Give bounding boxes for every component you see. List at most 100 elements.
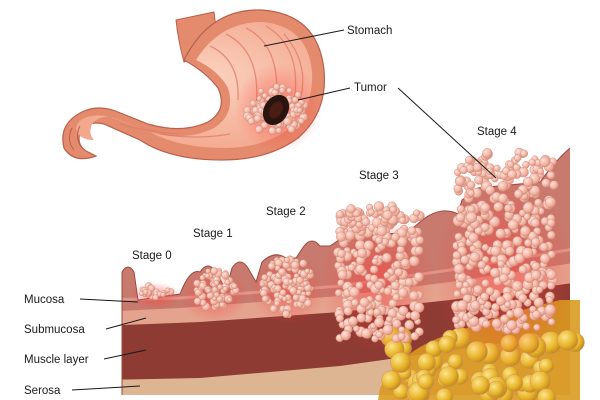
tumor-cell xyxy=(485,286,495,296)
tumor-cell xyxy=(369,265,379,274)
tumor-cell xyxy=(335,210,345,219)
tumor-cell xyxy=(374,280,384,290)
tumor-cell xyxy=(267,262,276,270)
tumor-cell xyxy=(410,332,419,341)
tumor-cell xyxy=(282,296,288,302)
tumor-cell xyxy=(346,204,356,214)
tumor-cell xyxy=(506,319,518,331)
tumor-cell xyxy=(546,218,556,228)
tumor-cell xyxy=(466,180,476,190)
tumor-cell xyxy=(408,290,419,301)
tumor-cell xyxy=(289,286,298,295)
tumor-cell xyxy=(493,201,504,212)
tumor-cell xyxy=(481,243,490,252)
tumor-cell xyxy=(504,301,512,309)
tumor-cell xyxy=(347,263,356,272)
tumor-cell xyxy=(546,170,556,180)
tumor-cell xyxy=(410,310,421,321)
tumor-cell xyxy=(348,316,358,326)
tumor-cell xyxy=(467,189,475,197)
label-mucosa: Mucosa xyxy=(24,294,65,306)
tumor-cell xyxy=(334,289,343,297)
tumor-cell xyxy=(482,307,491,317)
tumor-cell xyxy=(504,246,515,256)
tumor-cell xyxy=(383,287,393,296)
tumor-cell xyxy=(545,296,554,304)
tumor-cell xyxy=(452,315,461,325)
tumor-cell xyxy=(205,268,211,274)
tumor-cell xyxy=(261,274,268,281)
tumor-cell xyxy=(460,286,469,296)
tumor-cell xyxy=(370,274,379,283)
tumor-cell xyxy=(397,332,406,341)
tumor-cell xyxy=(497,260,505,268)
tumor-cell xyxy=(194,288,202,297)
tumor-cell xyxy=(374,236,383,245)
label-muscle-layer: Muscle layer xyxy=(24,354,89,366)
tumor-stage-2 xyxy=(259,255,315,318)
tumor-cell xyxy=(531,261,541,271)
tumor-cell xyxy=(537,388,556,400)
tumor-stage-4 xyxy=(451,147,559,335)
tumor-cell xyxy=(532,310,541,319)
tumor-cell xyxy=(373,201,385,212)
tumor-cell xyxy=(533,297,544,308)
tumor-cell xyxy=(511,280,523,292)
tumor-cell xyxy=(529,185,541,197)
tumor-cell xyxy=(504,203,513,213)
tumor-cell xyxy=(211,286,219,293)
tumor-cell xyxy=(480,292,490,302)
tumor-cell xyxy=(507,169,518,180)
tumor-cell xyxy=(352,325,360,333)
label-serosa: Serosa xyxy=(24,385,61,397)
tumor-cell xyxy=(489,267,501,278)
label-stage-3: Stage 3 xyxy=(359,170,399,182)
label-tumor: Tumor xyxy=(354,82,387,94)
tumor-cell xyxy=(390,351,412,373)
tumor-cell xyxy=(513,154,522,162)
tumor-cell xyxy=(287,125,296,134)
tumor-cell xyxy=(468,232,479,243)
tumor-cell xyxy=(152,294,159,301)
tumor-cell xyxy=(304,268,311,274)
tumor-cell xyxy=(226,296,233,303)
tumor-cell xyxy=(465,211,478,224)
tumor-cell xyxy=(253,114,262,123)
tumor-cell xyxy=(547,281,556,290)
tumor-cell xyxy=(460,255,470,265)
tumor-cell xyxy=(469,251,481,263)
tumor-stage-3 xyxy=(333,201,425,344)
tumor-cell xyxy=(544,304,556,316)
tumor-cell xyxy=(383,271,391,279)
tumor-cell xyxy=(493,164,501,172)
tumor-cell xyxy=(522,202,534,214)
tumor-cell xyxy=(499,273,509,283)
tumor-cell xyxy=(530,270,541,281)
tumor-cell xyxy=(414,246,424,256)
tumor-cell xyxy=(486,167,494,175)
tumor-cell xyxy=(292,294,300,302)
tumor-cell xyxy=(539,242,549,252)
tumor-cell xyxy=(164,287,171,293)
tumor-cell xyxy=(557,329,579,351)
tumor-cell xyxy=(274,284,282,293)
tumor-cell xyxy=(407,226,417,236)
tumor-cell xyxy=(273,83,281,91)
tumor-cell xyxy=(376,225,388,237)
tumor-cell xyxy=(371,258,379,265)
tumor-cell xyxy=(284,257,291,264)
tumor-cell xyxy=(471,375,490,395)
tumor-cell xyxy=(286,87,293,94)
tumor-cell xyxy=(355,281,364,290)
label-submucosa: Submucosa xyxy=(24,324,85,336)
tumor-cell xyxy=(512,236,523,247)
tumor-cell xyxy=(367,208,375,216)
label-stomach: Stomach xyxy=(347,25,392,37)
tumor-cell xyxy=(490,245,502,257)
tumor-cell xyxy=(438,335,456,353)
tumor-cell xyxy=(217,284,223,290)
tumor-cell xyxy=(513,307,525,319)
tumor-cell xyxy=(413,302,425,313)
tumor-cell xyxy=(497,181,508,192)
tumor-cell xyxy=(546,269,557,280)
